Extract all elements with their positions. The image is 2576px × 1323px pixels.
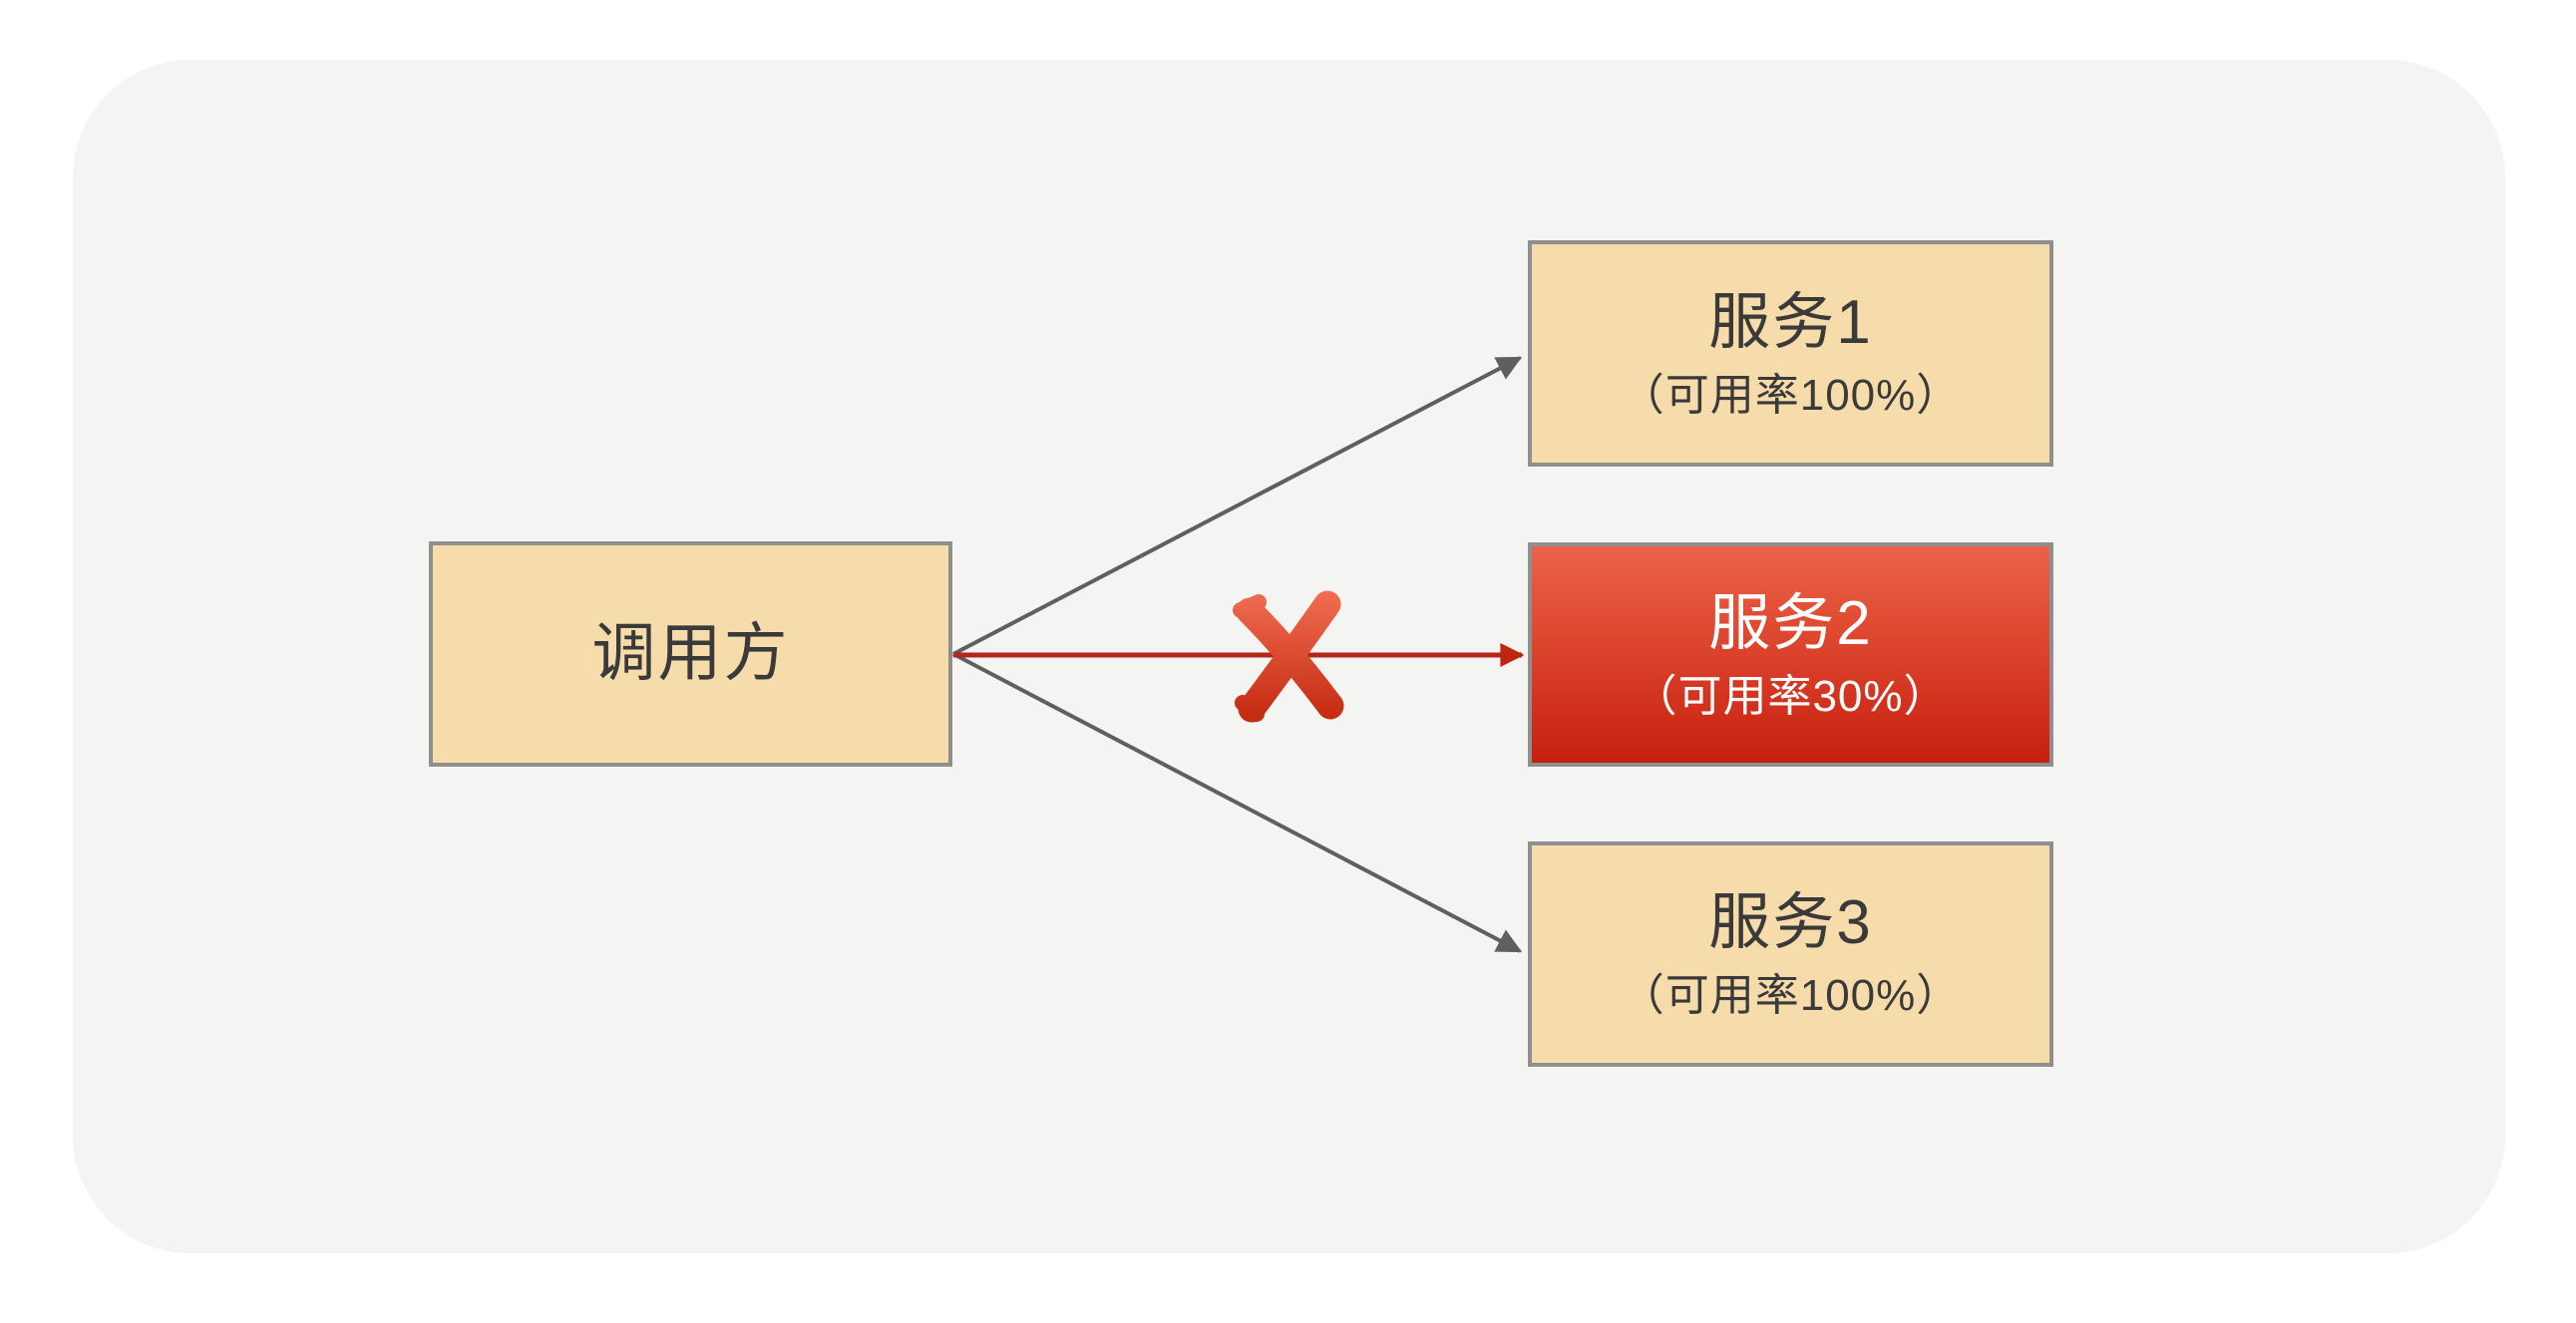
service-2-title: 服务2 <box>1708 588 1873 658</box>
service-1-availability: （可用率100%） <box>1620 370 1962 420</box>
service-3-availability: （可用率100%） <box>1620 971 1962 1021</box>
service-1-node: 服务1 （可用率100%） <box>1528 240 2053 467</box>
service-1-title: 服务1 <box>1708 287 1873 357</box>
service-2-node-failed: 服务2 （可用率30%） <box>1528 542 2053 767</box>
caller-node: 调用方 <box>429 541 952 767</box>
service-3-node: 服务3 （可用率100%） <box>1528 841 2053 1067</box>
service-3-title: 服务3 <box>1708 888 1873 958</box>
caller-label: 调用方 <box>591 617 790 690</box>
service-2-availability: （可用率30%） <box>1633 671 1949 721</box>
